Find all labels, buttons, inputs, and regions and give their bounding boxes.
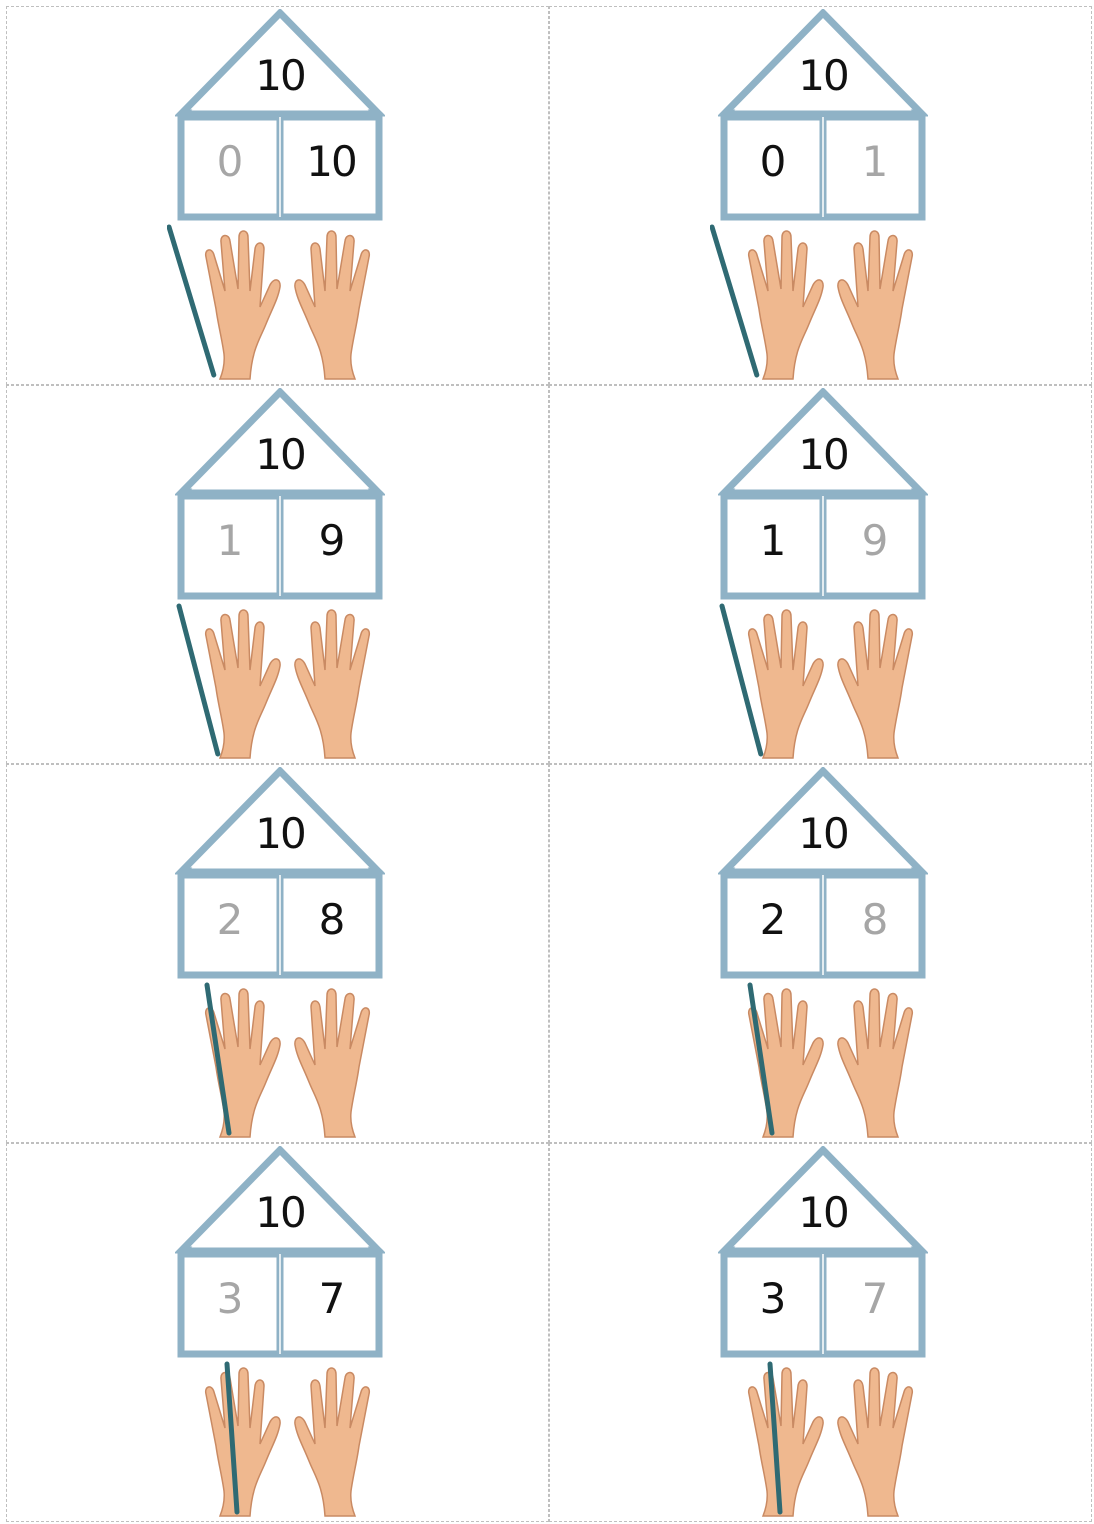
house-total: 10 xyxy=(175,809,385,858)
house-right-part: 10 xyxy=(283,137,379,186)
house-left-part: 1 xyxy=(181,516,277,565)
divider-stick xyxy=(712,227,757,375)
number-house-frame xyxy=(718,1146,928,1358)
number-house-frame xyxy=(718,388,928,600)
house-total: 10 xyxy=(175,430,385,479)
house-total: 10 xyxy=(175,51,385,100)
hands-illustration xyxy=(167,1360,397,1520)
right-hand-icon xyxy=(295,610,369,758)
number-house-frame xyxy=(718,9,928,221)
house-right-part: 8 xyxy=(826,895,922,944)
house-left-part: 3 xyxy=(724,1274,820,1323)
house-total: 10 xyxy=(175,1188,385,1237)
right-hand-icon xyxy=(295,989,369,1137)
number-house-frame xyxy=(175,767,385,979)
hands-illustration xyxy=(167,602,397,762)
left-hand-icon xyxy=(749,610,823,758)
hands-illustration xyxy=(167,981,397,1141)
right-hand-icon xyxy=(838,989,912,1137)
house-total: 10 xyxy=(718,809,928,858)
left-hand-icon xyxy=(206,1368,280,1516)
house-right-part: 8 xyxy=(283,895,379,944)
house-left-part: 3 xyxy=(181,1274,277,1323)
house-right-part: 1 xyxy=(826,137,922,186)
house-left-part: 2 xyxy=(181,895,277,944)
house-left-part: 2 xyxy=(724,895,820,944)
divider-stick xyxy=(722,606,761,754)
left-hand-icon xyxy=(749,231,823,379)
hands-illustration xyxy=(710,223,940,383)
house-left-part: 0 xyxy=(724,137,820,186)
right-hand-icon xyxy=(838,610,912,758)
number-house-frame xyxy=(175,1146,385,1358)
left-hand-icon xyxy=(206,231,280,379)
right-hand-icon xyxy=(838,231,912,379)
house-total: 10 xyxy=(718,51,928,100)
right-hand-icon xyxy=(838,1368,912,1516)
house-right-part: 9 xyxy=(283,516,379,565)
house-total: 10 xyxy=(718,1188,928,1237)
hands-illustration xyxy=(710,981,940,1141)
house-right-part: 7 xyxy=(283,1274,379,1323)
number-house-frame xyxy=(175,388,385,600)
number-house-frame xyxy=(175,9,385,221)
divider-stick xyxy=(169,227,214,375)
right-hand-icon xyxy=(295,1368,369,1516)
house-right-part: 9 xyxy=(826,516,922,565)
house-total: 10 xyxy=(718,430,928,479)
number-house-frame xyxy=(718,767,928,979)
divider-stick xyxy=(179,606,218,754)
house-left-part: 0 xyxy=(181,137,277,186)
hands-illustration xyxy=(167,223,397,383)
house-left-part: 1 xyxy=(724,516,820,565)
hands-illustration xyxy=(710,602,940,762)
house-right-part: 7 xyxy=(826,1274,922,1323)
left-hand-icon xyxy=(206,610,280,758)
right-hand-icon xyxy=(295,231,369,379)
hands-illustration xyxy=(710,1360,940,1520)
left-hand-icon xyxy=(749,1368,823,1516)
